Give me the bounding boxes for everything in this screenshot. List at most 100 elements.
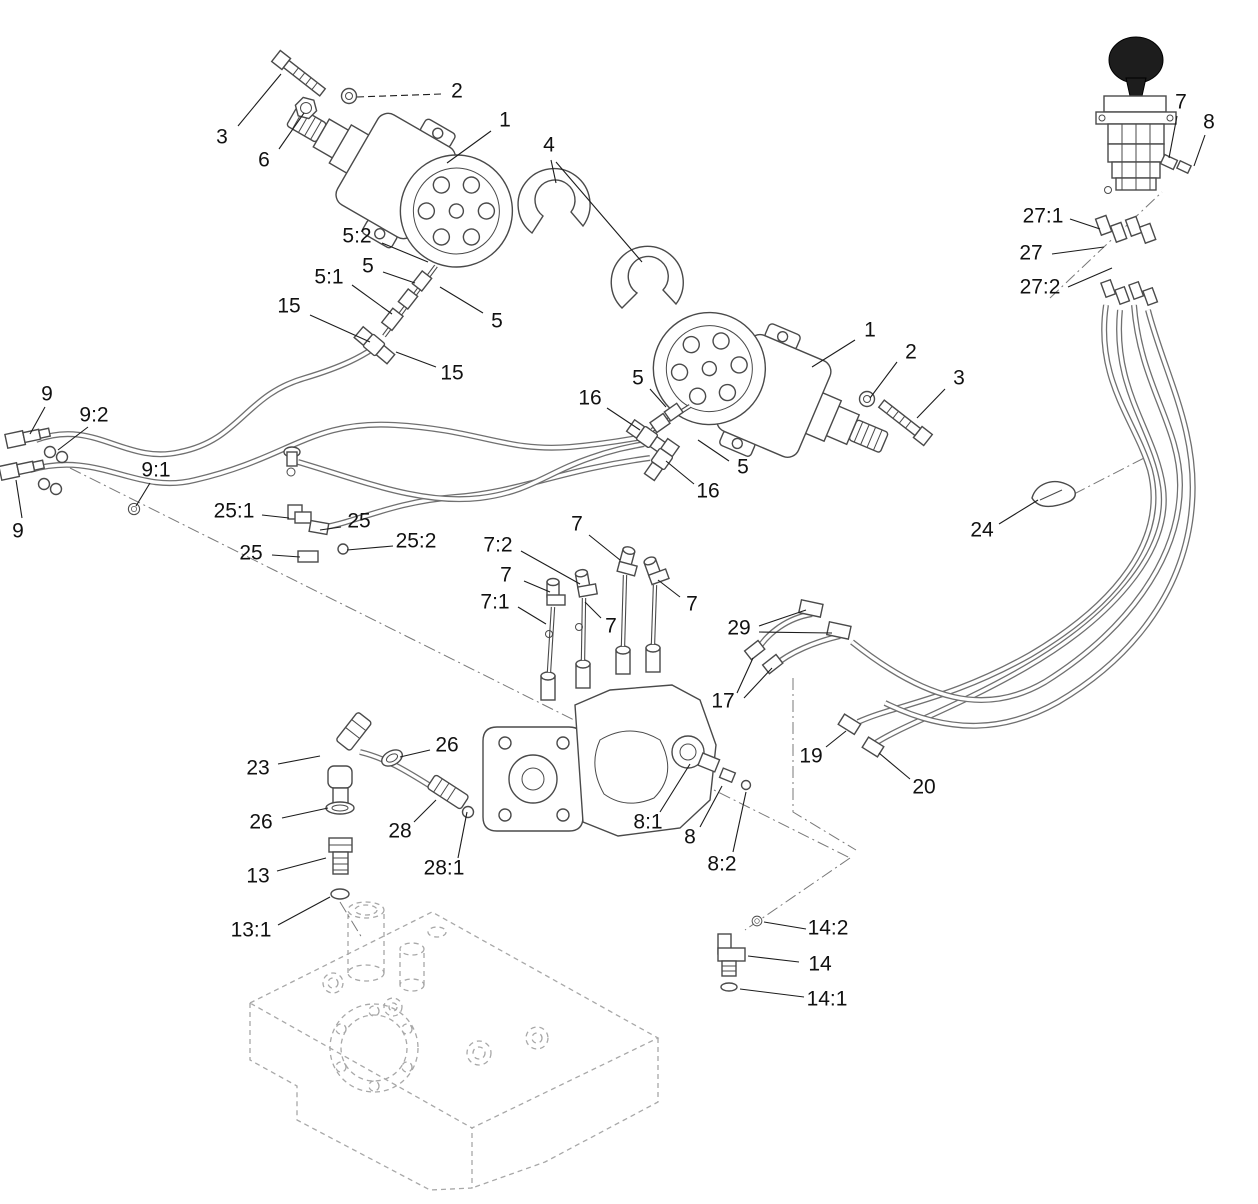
callout-28_1: 28:1 [423,856,465,880]
leader-line-4 [555,161,643,263]
callout-5_1: 5:1 [314,265,344,289]
callout-14_1: 14:1 [806,987,848,1011]
hose-clamp [381,749,403,767]
o-ring-8-2 [740,779,752,791]
callout-8_1: 8:1 [633,810,663,834]
hose-valve-2 [874,310,1164,744]
leader-line-25_1 [261,514,290,519]
callout-7: 7 [686,592,698,616]
leader-line-16 [665,460,695,485]
leader-line-7 [657,579,681,598]
callout-15: 15 [440,361,464,385]
callout-19: 19 [799,744,823,768]
leader-line-19 [825,730,847,748]
o-ring-13-1 [330,888,350,900]
hose-center-b [298,444,644,499]
callout-17: 17 [711,689,735,713]
leader-line-9 [29,406,46,435]
seal-washer [55,450,69,464]
leader-line-5_2 [381,242,429,263]
leader-line-5_1 [351,284,393,315]
callout-9: 9 [12,519,24,543]
seal-washer [43,445,57,459]
o-ring-25-2 [337,543,349,555]
leader-line-7_1 [517,606,547,625]
hose-left-front [36,348,374,454]
callout-14_2: 14:2 [807,916,849,940]
wheel-motor-left [258,58,539,297]
washer-right [858,390,876,408]
o-ring-7-1 [545,630,553,638]
callout-1: 1 [499,108,511,132]
leader-line-14_2 [763,921,807,930]
leader-line-7 [1168,115,1178,159]
washer-left [340,87,358,105]
callout-25_1: 25:1 [213,499,255,523]
leader-line-28 [413,799,437,823]
callout-16: 16 [696,479,720,503]
leader-line-27 [1051,246,1105,255]
leader-line-14_1 [739,988,805,998]
bolt-left [270,49,328,99]
callout-8: 8 [1203,110,1215,134]
leader-line-20 [878,752,911,780]
washer-9-1 [127,502,141,516]
hose-couplers [743,599,885,758]
hose-valve-2-inner [872,308,1166,746]
callout-25: 25 [239,541,263,565]
fitting-chain-left-motor [380,264,438,338]
leader-line-8_2 [732,791,747,853]
callout-2: 2 [451,79,463,103]
leader-line-5 [382,271,416,284]
callout-7: 7 [1175,90,1187,114]
callout-14: 14 [808,952,832,976]
hose-clamp [325,801,355,815]
pump-side-plug [697,752,752,791]
retainer-half-moons [517,167,684,309]
callout-3: 3 [953,366,965,390]
callout-25_2: 25:2 [395,529,437,553]
valve-elbow-fitting [1159,153,1179,171]
leader-line-13 [276,857,327,872]
hydraulic-pump [482,643,717,837]
callout-8_2: 8:2 [707,852,737,876]
hydraulic-tank [248,901,660,1191]
o-ring-14-1 [720,982,738,992]
leader-line-27_2 [1067,267,1113,288]
control-valve-assembly [1095,36,1193,194]
leader-line-17 [743,667,773,699]
leader-line-5 [697,439,730,462]
callout-5: 5 [737,455,749,479]
callout-13_1: 13:1 [230,918,272,942]
callout-15: 15 [277,294,301,318]
leader-line-4 [550,159,557,184]
leader-line-26 [399,749,431,758]
hose-center-b-inner [296,442,646,501]
callout-3: 3 [216,125,228,149]
construction-lines [69,191,1163,939]
valve-hose-couplers [1094,214,1159,307]
callout-5: 5 [632,366,644,390]
nut [294,96,318,120]
callout-13: 13 [246,864,270,888]
leader-line-7 [523,580,551,593]
handle-grip [1031,480,1076,508]
o-ring-28-1 [461,805,475,819]
callout-6: 6 [258,148,270,172]
leader-line-3 [237,73,282,127]
leader-line-13_1 [277,896,331,926]
callout-27_2: 27:2 [1019,275,1061,299]
leader-line-28_1 [457,811,468,859]
washer-14-2 [751,915,763,927]
valve-plug-fitting [1175,159,1193,175]
callout-7: 7 [605,614,617,638]
leader-line-8_1 [659,763,691,813]
leader-line-7 [584,601,602,619]
callout-24: 24 [970,518,994,542]
leader-line-8 [1193,134,1206,167]
leader-line-25_2 [346,545,394,551]
leader-line-8 [699,785,723,828]
callout-7: 7 [500,563,512,587]
